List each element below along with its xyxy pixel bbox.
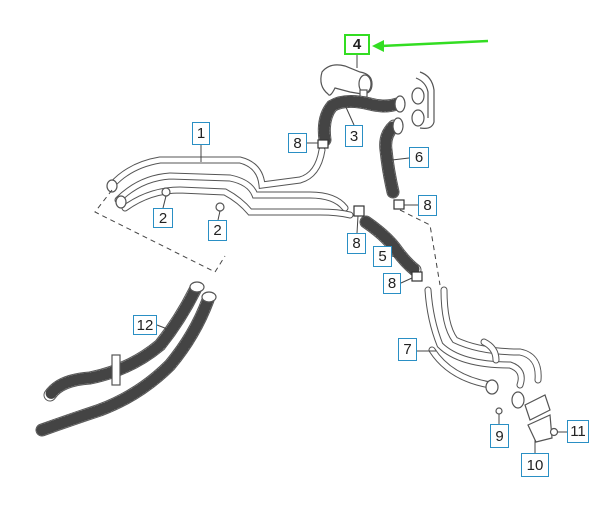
callout-part-9[interactable]: 9 [490, 424, 509, 448]
highlight-arrow [372, 39, 489, 52]
callout-part-4[interactable]: 4 [344, 34, 370, 55]
callout-part-7[interactable]: 7 [398, 338, 417, 361]
callout-part-12[interactable]: 12 [133, 315, 157, 335]
part-4-elbow [320, 64, 373, 98]
callout-part-2[interactable]: 2 [208, 220, 227, 241]
callout-part-8[interactable]: 8 [288, 133, 307, 153]
callout-part-5[interactable]: 5 [373, 246, 392, 267]
callout-part-8[interactable]: 8 [383, 273, 401, 294]
callout-part-1[interactable]: 1 [192, 122, 210, 145]
callout-part-2[interactable]: 2 [153, 208, 173, 228]
callout-part-6[interactable]: 6 [409, 147, 429, 168]
callout-part-10[interactable]: 10 [521, 453, 549, 477]
callout-part-11[interactable]: 11 [567, 420, 589, 443]
callout-part-8[interactable]: 8 [347, 233, 366, 254]
callout-part-8[interactable]: 8 [418, 195, 437, 216]
callout-part-3[interactable]: 3 [345, 125, 363, 147]
